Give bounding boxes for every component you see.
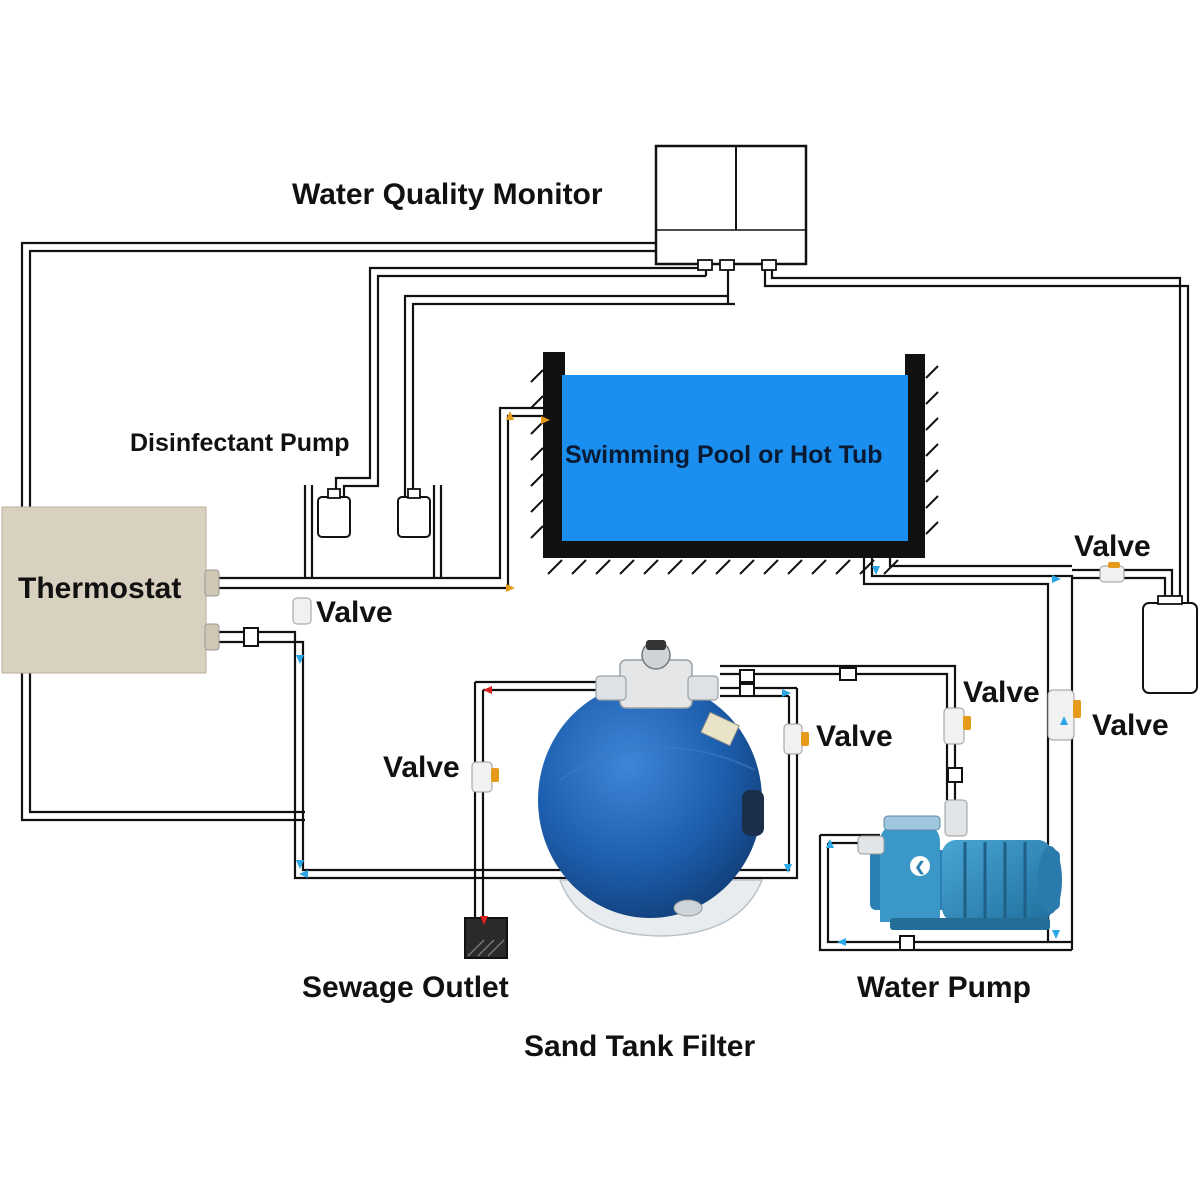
disinfectant-tank-2	[397, 488, 431, 538]
valve-handles	[491, 562, 1120, 782]
sand-tank-filter-label: Sand Tank Filter	[524, 1030, 756, 1063]
sand-filter-icon	[538, 640, 764, 937]
pipe-couplers	[243, 627, 963, 951]
pipes	[20, 241, 1190, 952]
disinfectant-tank-1	[317, 488, 351, 538]
valve-icon-filter	[783, 723, 803, 755]
valve-label-top-right: Valve	[1074, 530, 1151, 563]
valve-icon-pump-inlet	[943, 707, 965, 745]
valve-icons	[292, 565, 1125, 793]
pool-label: Swimming Pool or Hot Tub	[565, 441, 883, 469]
valve-label-pump-return: Valve	[1092, 709, 1169, 742]
valve-icon-top-right	[1099, 565, 1125, 583]
flow-arrow-icons	[296, 411, 1068, 946]
valve-icon-thermostat	[292, 597, 312, 625]
water-quality-monitor-label: Water Quality Monitor	[292, 178, 603, 211]
water-pump-icon: ❮	[857, 799, 1062, 930]
thermostat	[1, 506, 220, 674]
valve-icon-pump-return	[1047, 689, 1075, 741]
valve-icon-sewage	[471, 761, 493, 793]
water-quality-monitor	[654, 144, 808, 271]
pool	[530, 352, 939, 575]
valve-label-sewage: Valve	[383, 751, 460, 784]
disinfectant-pump-label: Disinfectant Pump	[130, 429, 350, 457]
sewage-outlet-label: Sewage Outlet	[302, 971, 509, 1004]
valve-label-filter: Valve	[816, 720, 893, 753]
thermostat-label: Thermostat	[18, 572, 182, 605]
valve-label-thermostat: Valve	[316, 596, 393, 629]
sewage-outlet-icon	[464, 917, 508, 959]
svg-text:❮: ❮	[915, 859, 926, 875]
valve-label-pump-inlet: Valve	[963, 676, 1040, 709]
chemical-tank-right	[1142, 595, 1198, 694]
water-pump-label: Water Pump	[857, 971, 1031, 1004]
